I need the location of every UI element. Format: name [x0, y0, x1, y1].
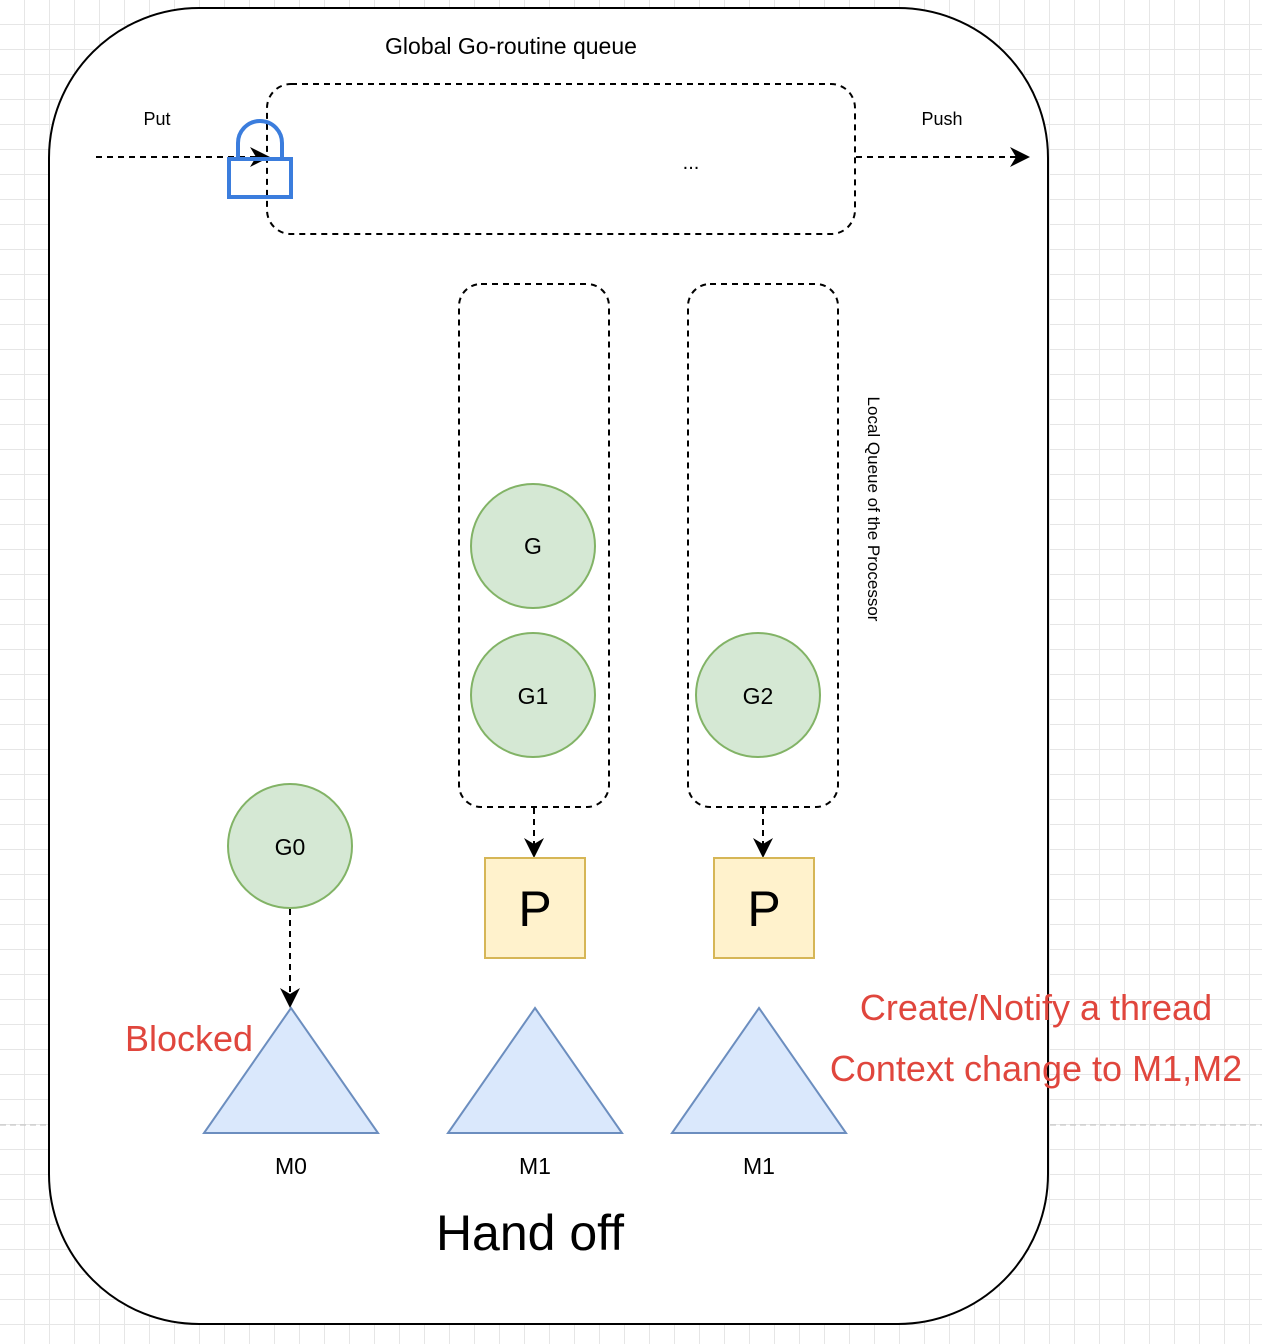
thread-m0: M0 — [202, 1006, 380, 1179]
local-queue-p2 — [687, 283, 839, 808]
goroutine-g: G — [470, 483, 596, 609]
processor-p2-label: P — [747, 881, 780, 937]
goroutine-g2-label: G2 — [743, 683, 774, 709]
put-label: Put — [143, 109, 170, 129]
local-queue-p1 — [458, 283, 610, 808]
thread-m1: M1 — [446, 1006, 624, 1179]
goroutine-g1: G1 — [470, 632, 596, 758]
global-queue-title: Global Go-routine queue — [385, 33, 637, 59]
thread-m1-label: M1 — [519, 1153, 551, 1179]
diagram-caption: Hand off — [436, 1205, 624, 1261]
goroutine-g-label: G — [524, 533, 542, 559]
processor-p1-label: P — [518, 881, 551, 937]
goroutine-g0: G0 — [227, 783, 353, 909]
blocked-annotation: Blocked — [125, 1018, 253, 1059]
thread-m2-label: M1 — [743, 1153, 775, 1179]
thread-m2: M1 — [670, 1006, 848, 1179]
local-queue-label: Local Queue of the Processor — [864, 397, 883, 622]
goroutine-g0-label: G0 — [275, 834, 306, 860]
goroutine-g2: G2 — [695, 632, 821, 758]
processor-p2: P — [713, 857, 815, 959]
push-label: Push — [921, 109, 962, 129]
goroutine-g1-label: G1 — [518, 683, 549, 709]
create-notify-annotation: Create/Notify a thread — [860, 987, 1212, 1028]
thread-m0-label: M0 — [275, 1153, 307, 1179]
context-change-annotation: Context change to M1,M2 — [830, 1048, 1242, 1089]
global-queue-ellipsis: ... — [683, 152, 700, 174]
processor-p1: P — [484, 857, 586, 959]
lock-icon — [227, 119, 293, 199]
